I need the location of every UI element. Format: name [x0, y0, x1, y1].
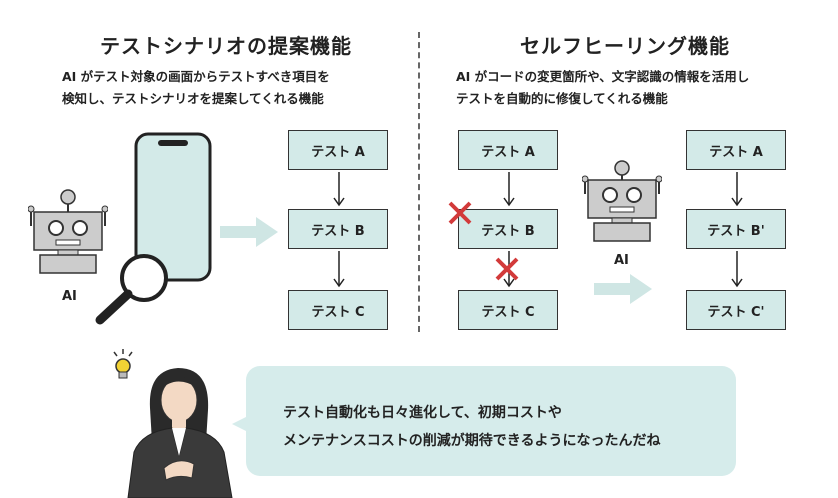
left-test-b-box: テスト B: [288, 209, 388, 249]
magnifier-icon: [95, 254, 168, 325]
left-arrow-a-b: [333, 172, 345, 207]
right-ai-label: AI: [614, 253, 629, 268]
healed-test-b-box: テスト B': [686, 209, 786, 249]
broken-test-b-box: テスト B: [458, 209, 558, 249]
right-desc-line-1: AI がコードの変更箇所や、文字認識の情報を活用し: [456, 69, 750, 84]
right-title: セルフヒーリング機能: [520, 34, 730, 58]
right-arrow-right-section: [594, 274, 652, 304]
left-arrow-b-c: [333, 251, 345, 288]
left-ai-label: AI: [62, 289, 77, 304]
right-desc-line-2: テストを自動的に修復してくれる機能: [456, 91, 668, 106]
right-description: AI がコードの変更箇所や、文字認識の情報を活用し テストを自動的に修復してくれ…: [456, 66, 749, 110]
healed-test-a-box: テスト A: [686, 130, 786, 170]
left-description: AI がテスト対象の画面からテストすべき項目を 検知し、テストシナリオを提案して…: [62, 66, 330, 110]
bubble-line-2: メンテナンスコストの削減が期待できるようになったんだね: [283, 433, 661, 449]
speech-bubble: [246, 366, 736, 476]
robot-icon: [582, 160, 662, 242]
broken-test-a-box: テスト A: [458, 130, 558, 170]
left-test-c-box: テスト C: [288, 290, 388, 330]
left-desc-line-2: 検知し、テストシナリオを提案してくれる機能: [62, 91, 324, 106]
left-test-a-box: テスト A: [288, 130, 388, 170]
smartphone-icon: [134, 132, 212, 282]
broken-test-c-box: テスト C: [458, 290, 558, 330]
lightbulb-icon: [113, 349, 133, 379]
left-title: テストシナリオの提案機能: [100, 34, 352, 58]
broken-arrow-a-b: [503, 172, 515, 207]
cross-mark-icon: [495, 257, 519, 281]
healed-arrow-a-b: [731, 172, 743, 207]
section-divider: [418, 32, 420, 332]
right-arrow-left-section: [220, 217, 278, 247]
bubble-line-1: テスト自動化も日々進化して、初期コストや: [283, 405, 562, 421]
robot-icon: [28, 189, 108, 274]
speech-bubble-tail: [232, 414, 252, 434]
cross-mark-icon: [448, 201, 472, 225]
left-desc-line-1: AI がテスト対象の画面からテストすべき項目を: [62, 69, 330, 84]
healed-test-c-box: テスト C': [686, 290, 786, 330]
healed-arrow-b-c: [731, 251, 743, 288]
woman-avatar: [127, 368, 233, 498]
